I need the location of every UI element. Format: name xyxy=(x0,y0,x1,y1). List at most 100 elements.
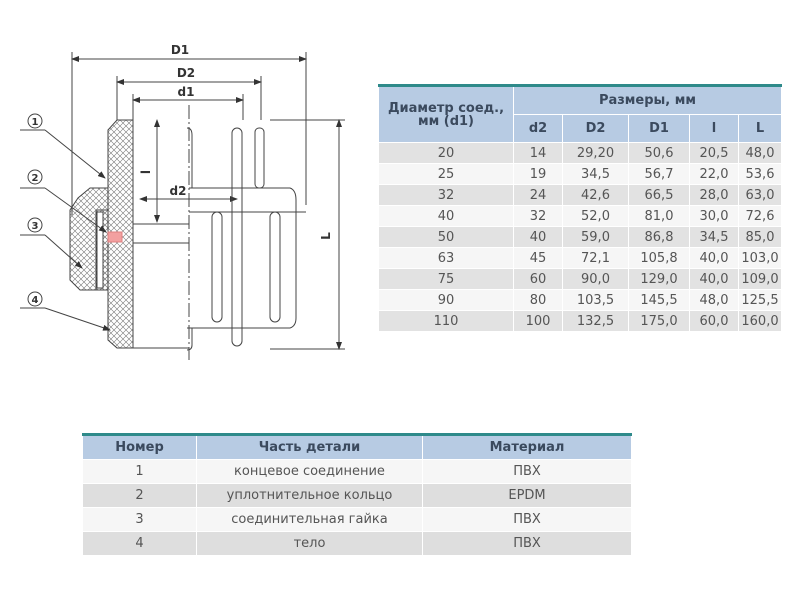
table-cell: 56,7 xyxy=(628,163,690,185)
table-cell: 72,1 xyxy=(562,247,629,269)
table-cell: 40 xyxy=(378,205,514,227)
table-cell: 50 xyxy=(378,226,514,248)
table-cell: 103,5 xyxy=(562,289,629,311)
col-d2: d2 xyxy=(513,114,563,143)
col-L: L xyxy=(738,114,782,143)
table-cell: 60 xyxy=(513,268,563,290)
table-cell: 75 xyxy=(378,268,514,290)
col-D1: D1 xyxy=(628,114,690,143)
table-cell: 1 xyxy=(82,459,197,484)
table-cell: 29,20 xyxy=(562,142,629,164)
table-cell: 125,5 xyxy=(738,289,782,311)
table-cell: 86,8 xyxy=(628,226,690,248)
label-D2: D2 xyxy=(177,66,195,80)
table-cell: 72,6 xyxy=(738,205,782,227)
table-cell: 90 xyxy=(378,289,514,311)
table-cell: 40,0 xyxy=(689,247,739,269)
table-cell: 32 xyxy=(378,184,514,206)
table-cell: 59,0 xyxy=(562,226,629,248)
table-cell: 20,5 xyxy=(689,142,739,164)
table-cell: 80 xyxy=(513,289,563,311)
table-cell: 34,5 xyxy=(562,163,629,185)
table-cell: 53,6 xyxy=(738,163,782,185)
table-cell: 109,0 xyxy=(738,268,782,290)
table-cell: 50,6 xyxy=(628,142,690,164)
label-d1: d1 xyxy=(178,85,195,99)
table-cell: 20 xyxy=(378,142,514,164)
label-l: l xyxy=(139,170,153,174)
table-cell: 45 xyxy=(513,247,563,269)
table-cell: 52,0 xyxy=(562,205,629,227)
col-part: Часть детали xyxy=(196,434,423,460)
table-cell: 42,6 xyxy=(562,184,629,206)
table-cell: 90,0 xyxy=(562,268,629,290)
table-cell: 110 xyxy=(378,310,514,332)
table-cell: концевое соединение xyxy=(196,459,423,484)
table-cell: уплотнительное кольцо xyxy=(196,483,423,508)
table-cell: 145,5 xyxy=(628,289,690,311)
col-l: l xyxy=(689,114,739,143)
table-cell: 63,0 xyxy=(738,184,782,206)
table-cell: 22,0 xyxy=(689,163,739,185)
callout-4: 4 xyxy=(32,295,39,306)
table-cell: 40 xyxy=(513,226,563,248)
col-D2: D2 xyxy=(562,114,629,143)
table-cell: 81,0 xyxy=(628,205,690,227)
table-cell: 30,0 xyxy=(689,205,739,227)
table-cell: EPDM xyxy=(422,483,632,508)
table-cell: 3 xyxy=(82,507,197,532)
table-cell: 160,0 xyxy=(738,310,782,332)
table-cell: 4 xyxy=(82,531,197,556)
table-cell: 66,5 xyxy=(628,184,690,206)
table-cell: 34,5 xyxy=(689,226,739,248)
table-cell: 48,0 xyxy=(738,142,782,164)
table-cell: 24 xyxy=(513,184,563,206)
table-cell: 28,0 xyxy=(689,184,739,206)
table-cell: 60,0 xyxy=(689,310,739,332)
callout-3: 3 xyxy=(32,221,39,232)
table-cell: 105,8 xyxy=(628,247,690,269)
table-cell: 19 xyxy=(513,163,563,185)
table-cell: ПВХ xyxy=(422,459,632,484)
label-L: L xyxy=(319,232,333,240)
table-cell: 40,0 xyxy=(689,268,739,290)
table-cell: 25 xyxy=(378,163,514,185)
table-cell: 132,5 xyxy=(562,310,629,332)
table-cell: тело xyxy=(196,531,423,556)
table-cell: соединительная гайка xyxy=(196,507,423,532)
header-sizes: Размеры, мм xyxy=(513,85,782,115)
table-cell: 129,0 xyxy=(628,268,690,290)
callout-1: 1 xyxy=(32,117,39,128)
table-cell: 14 xyxy=(513,142,563,164)
table-cell: ПВХ xyxy=(422,531,632,556)
col-number: Номер xyxy=(82,434,197,460)
table-cell: 85,0 xyxy=(738,226,782,248)
label-D1: D1 xyxy=(171,43,189,57)
dimensions-table: Диаметр соед., мм (d1) Размеры, мм d2 D2… xyxy=(378,84,782,332)
table-cell: 103,0 xyxy=(738,247,782,269)
table-cell: 2 xyxy=(82,483,197,508)
table-cell: ПВХ xyxy=(422,507,632,532)
table-cell: 100 xyxy=(513,310,563,332)
col-material: Материал xyxy=(422,434,632,460)
table-cell: 32 xyxy=(513,205,563,227)
table-cell: 48,0 xyxy=(689,289,739,311)
callout-2: 2 xyxy=(32,173,39,184)
table-cell: 63 xyxy=(378,247,514,269)
header-diameter: Диаметр соед., мм (d1) xyxy=(378,85,514,143)
pipe-union-drawing: D1 D2 d1 d2 l L 1 2 3 4 xyxy=(20,43,345,360)
